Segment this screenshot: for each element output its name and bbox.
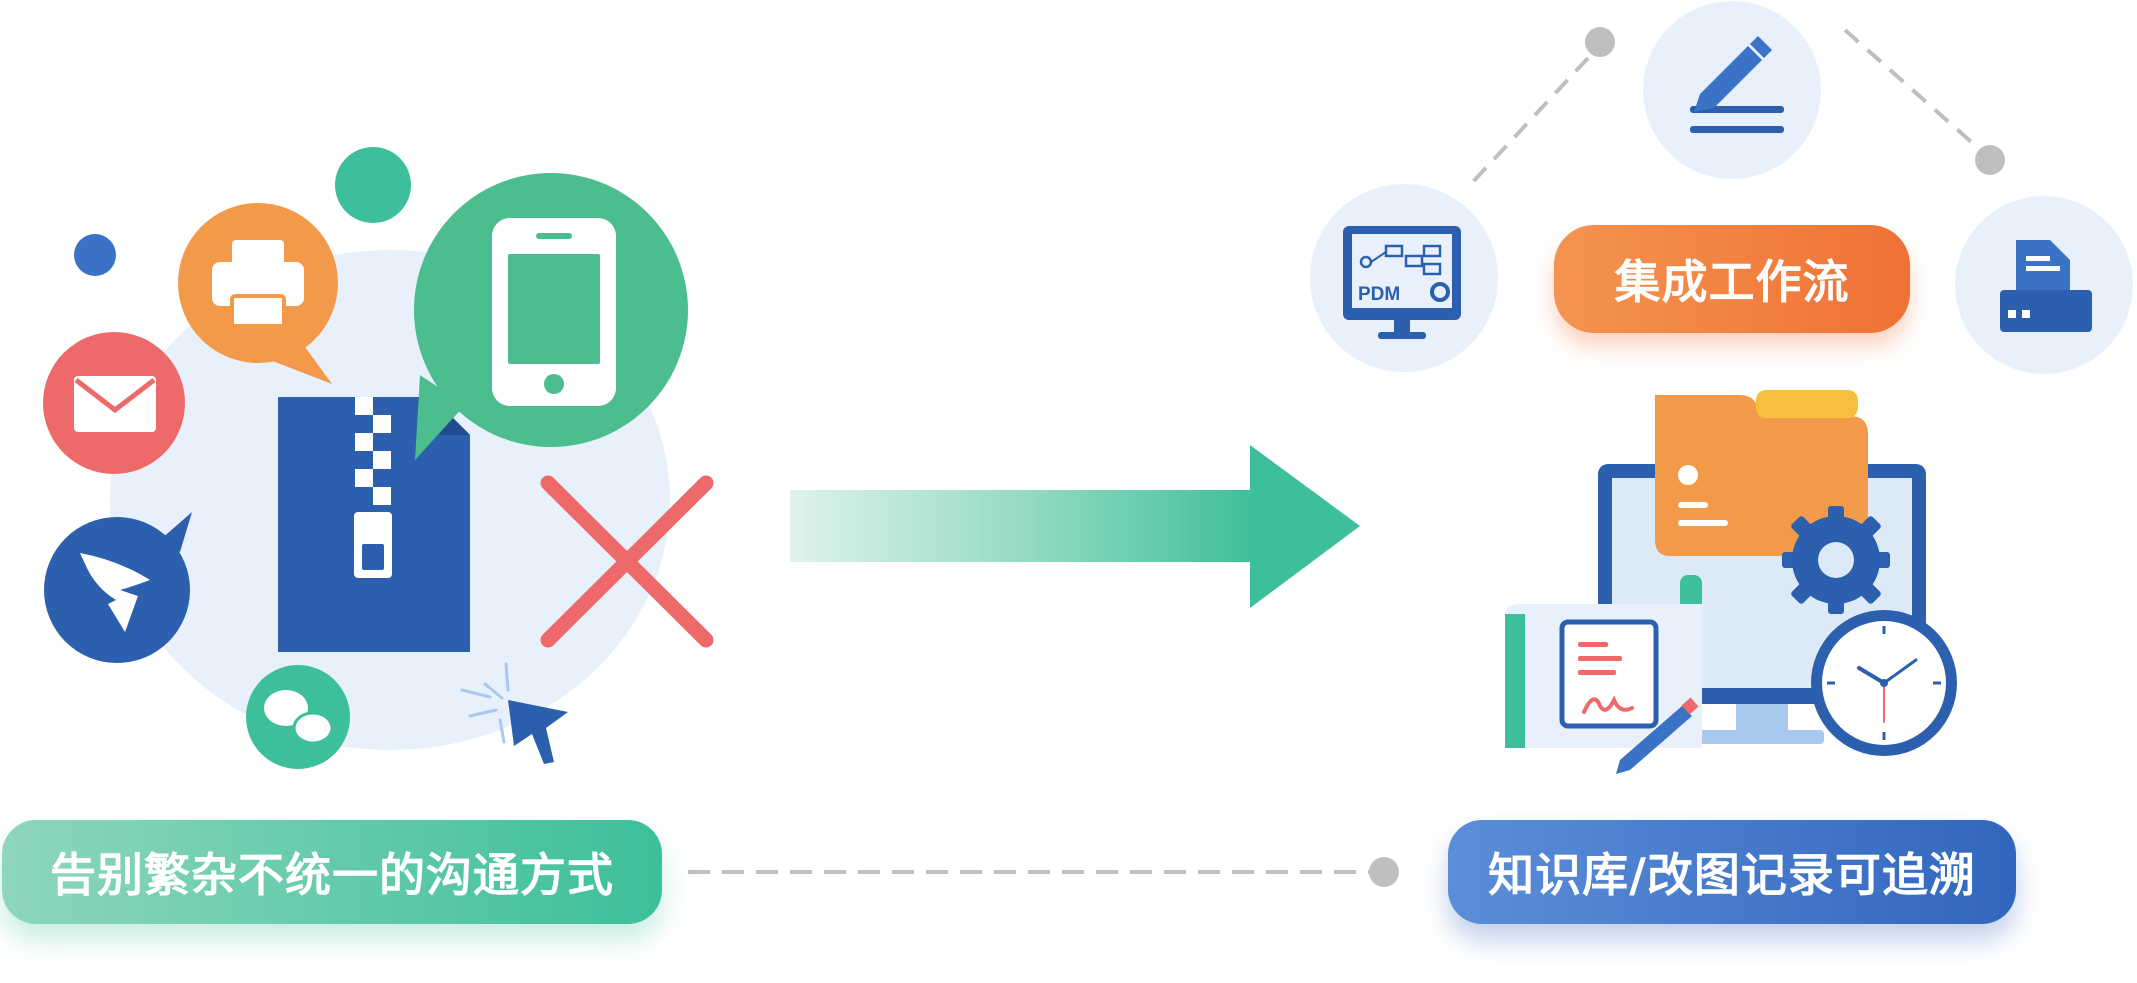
wechat-icon: [246, 665, 350, 769]
cursor-icon: [460, 662, 568, 764]
right-caption: 知识库/改图记录可追溯: [1448, 820, 2016, 924]
dingtalk-icon: [44, 512, 192, 663]
transition-arrow: [790, 445, 1360, 608]
document-sign-icon: [1505, 575, 1702, 774]
printer-icon: [178, 203, 338, 384]
knowledge-base-illustration: [1505, 390, 1957, 774]
pen-edit-icon: [1643, 1, 1821, 179]
bottom-connector: [688, 857, 1399, 887]
top-connectors: [1468, 27, 2005, 187]
pdm-label: PDM: [1358, 284, 1400, 305]
clock-icon: [1811, 610, 1957, 756]
gear-icon: [1782, 506, 1890, 614]
printer-document-icon: [1955, 196, 2133, 374]
pdm-monitor-icon: PDM: [1310, 184, 1498, 372]
folder-icon: [1655, 390, 1868, 556]
green-dot: [335, 147, 411, 223]
gear-icon: [1430, 282, 1450, 302]
mail-icon: [43, 332, 185, 474]
blue-dot: [74, 234, 116, 276]
mobile-phone-icon: [414, 173, 688, 460]
zip-file-icon: [278, 397, 470, 652]
workflow-badge: 集成工作流: [1554, 225, 1910, 333]
cross-icon: [540, 475, 714, 648]
left-caption: 告别繁杂不统一的沟通方式: [2, 820, 662, 924]
